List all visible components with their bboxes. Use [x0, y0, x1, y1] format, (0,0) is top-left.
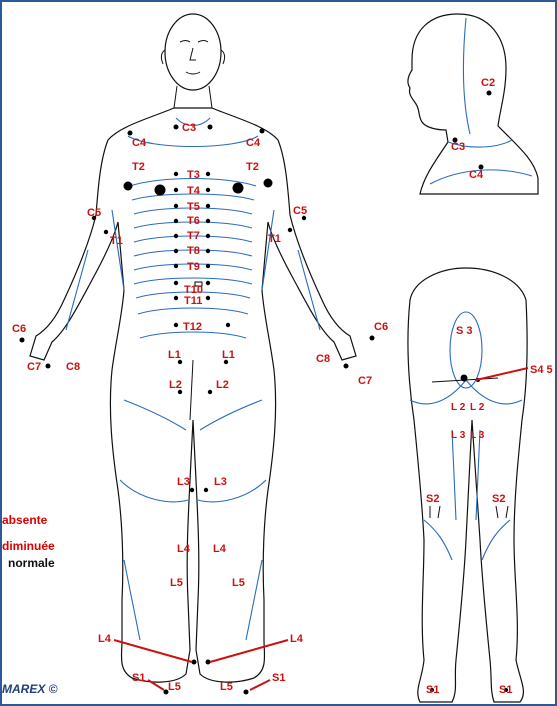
copyright: MAREX © — [2, 682, 58, 696]
label-head-c4: C4 — [469, 169, 484, 181]
label-back-s45: S4 5 — [530, 364, 553, 376]
legend-absent: absente — [2, 513, 48, 527]
label-back-l3-left: L 3 — [451, 430, 466, 441]
label-s1-right: S1 — [272, 672, 285, 684]
label-head-c2: C2 — [481, 77, 495, 89]
front-body-figure — [30, 14, 356, 682]
label-l2-right: L2 — [216, 379, 229, 391]
label-head-c3: C3 — [451, 141, 465, 153]
label-t6: T6 — [187, 215, 200, 227]
label-l5-right: L5 — [232, 577, 245, 589]
label-t9: T9 — [187, 261, 200, 273]
label-back-l3-right: L 3 — [470, 430, 485, 441]
label-back-s3: S 3 — [456, 325, 473, 337]
label-c6-left: C6 — [12, 323, 26, 335]
label-l1-left: L1 — [168, 349, 181, 361]
label-c7-right: C7 — [358, 375, 372, 387]
label-s1-left: S1 — [132, 672, 145, 684]
label-back-s2-right: S2 — [492, 493, 505, 505]
label-t11: T11 — [184, 295, 202, 307]
label-t1-left: T1 — [110, 235, 123, 247]
label-back-l2-right: L 2 — [470, 402, 485, 413]
label-c5-right: C5 — [293, 205, 307, 217]
label-t3: T3 — [187, 169, 200, 181]
label-l2-left: L2 — [169, 379, 182, 391]
label-l4-left: L4 — [177, 543, 191, 555]
label-t1-right: T1 — [268, 233, 281, 245]
back-legs-view: S 3 S4 5 L 2 L 2 L 3 L 3 S2 S2 S1 S1 — [408, 268, 553, 702]
head-side-view: C2 C3 C4 — [408, 14, 538, 194]
label-l4-foot-left: L4 — [98, 633, 112, 645]
label-c8-left: C8 — [66, 361, 80, 373]
reflex-legend: absente diminuée normale — [2, 513, 55, 570]
label-c6-right: C6 — [374, 321, 388, 333]
label-t8: T8 — [187, 245, 200, 257]
label-l3-right: L3 — [214, 476, 227, 488]
label-l4-right: L4 — [213, 543, 227, 555]
label-back-s1-right: S1 — [499, 684, 512, 696]
label-back-s2-left: S2 — [426, 493, 439, 505]
label-back-l2-left: L 2 — [451, 402, 466, 413]
label-c7-left: C7 — [27, 361, 41, 373]
label-t4: T4 — [187, 185, 201, 197]
label-c5-left: C5 — [87, 207, 101, 219]
label-t2-left: T2 — [132, 161, 145, 173]
label-l4-foot-right: L4 — [290, 633, 304, 645]
label-t2-right: T2 — [246, 161, 259, 173]
legend-diminished: diminuée — [2, 539, 55, 553]
label-l1-right: L1 — [222, 349, 235, 361]
legend-normal: normale — [8, 556, 55, 570]
label-c8-right: C8 — [316, 353, 330, 365]
label-t5: T5 — [187, 201, 200, 213]
label-c4-right: C4 — [246, 137, 261, 149]
label-t12: T12 — [183, 321, 202, 333]
label-c4-left: C4 — [132, 137, 147, 149]
label-l3-left: L3 — [177, 476, 190, 488]
label-l5-left: L5 — [170, 577, 183, 589]
label-c3: C3 — [182, 122, 196, 134]
label-t7: T7 — [187, 230, 200, 242]
label-l5-foot-left: L5 — [168, 681, 181, 693]
label-l5-foot-right: L5 — [220, 681, 233, 693]
label-back-s1-left: S1 — [426, 684, 439, 696]
